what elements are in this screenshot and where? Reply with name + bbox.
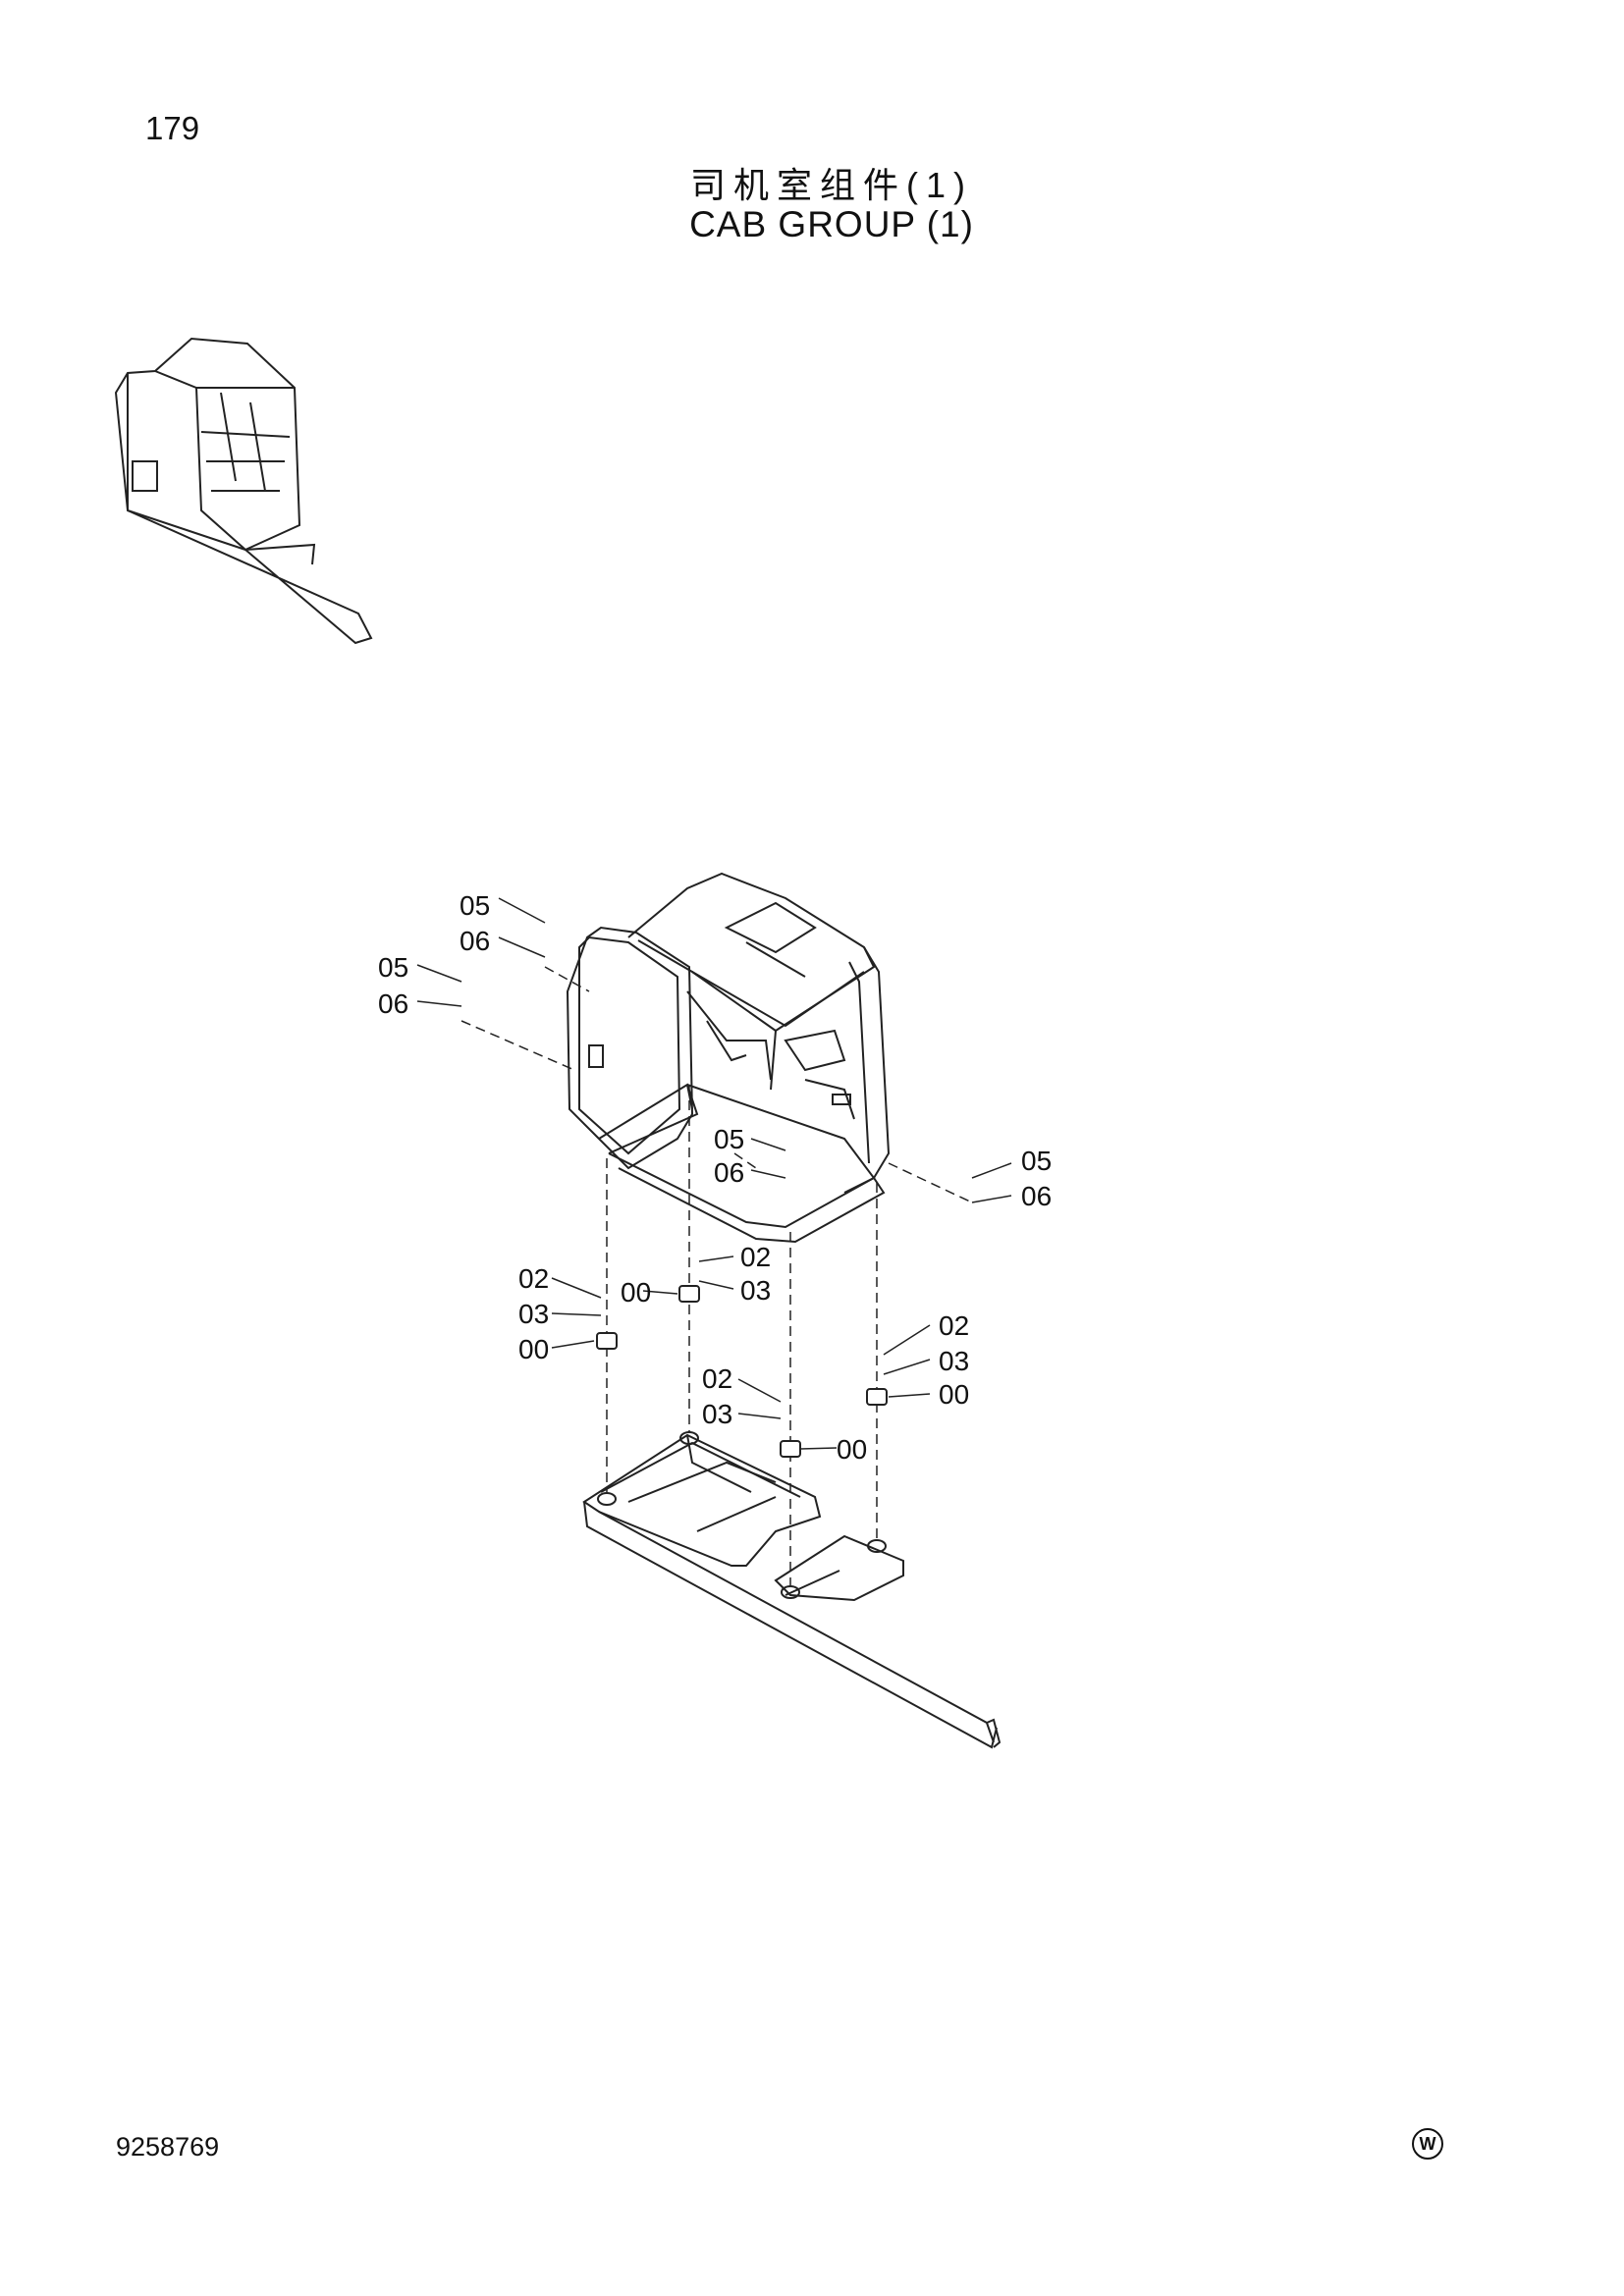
- callout-label: 06: [460, 926, 490, 956]
- callout-label: 00: [837, 1434, 867, 1465]
- callout-labels: 05 06 05 06 05 06 05 06 02 03 00 00 02 0…: [378, 890, 1052, 1465]
- callout-label: 06: [714, 1157, 744, 1188]
- callout-label: 05: [460, 890, 490, 921]
- callout-label: 03: [939, 1346, 969, 1376]
- callout-label: 05: [714, 1124, 744, 1154]
- cab-frame-exploded: [566, 872, 891, 1244]
- callout-label: 03: [518, 1299, 549, 1329]
- callout-label: 02: [702, 1363, 732, 1394]
- document-number: 9258769: [116, 2132, 220, 2162]
- callout-label: 05: [1021, 1146, 1052, 1176]
- callout-label: 06: [1021, 1181, 1052, 1211]
- locator-cab-thumbnail: [114, 337, 373, 645]
- callout-label: 02: [518, 1263, 549, 1294]
- callout-label: 05: [378, 952, 408, 983]
- callout-label: 00: [518, 1334, 549, 1364]
- title-english: CAB GROUP (1): [689, 204, 974, 244]
- title-chinese: 司机室组件(1): [690, 165, 973, 205]
- callout-label: 00: [939, 1379, 969, 1410]
- callout-label: 02: [740, 1242, 771, 1272]
- callout-label: 03: [702, 1399, 732, 1429]
- callout-label: 06: [378, 988, 408, 1019]
- rubber-mounts: [596, 1285, 888, 1458]
- corner-mark: W: [1412, 2128, 1443, 2160]
- page-number: 179: [145, 110, 200, 146]
- cab-base-mount: [582, 1431, 1001, 1749]
- mount-alignment-lines: [460, 966, 973, 1585]
- callout-label: 02: [939, 1310, 969, 1341]
- callout-label: 03: [740, 1275, 771, 1306]
- callout-label: 00: [621, 1277, 651, 1308]
- leader-lines: [416, 897, 1012, 1450]
